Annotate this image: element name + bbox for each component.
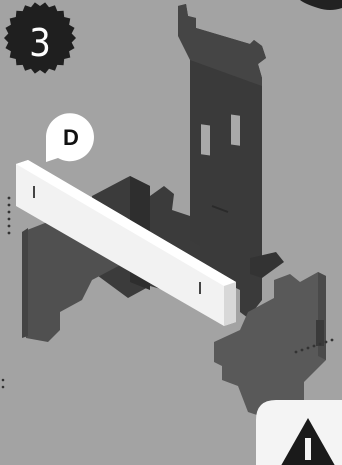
dotted-guide-bottom-left	[2, 379, 5, 389]
step-badge: 3	[4, 2, 76, 73]
step-number: 3	[29, 21, 51, 65]
dotted-guide-left	[8, 197, 11, 235]
corner-badge-fragment	[300, 0, 342, 10]
part-label-bubble: D	[46, 113, 94, 162]
slot-right	[231, 114, 240, 145]
slot-left	[201, 124, 210, 155]
foot-slot	[316, 320, 324, 346]
warning-sign	[256, 400, 342, 465]
part-label: D	[63, 125, 79, 150]
